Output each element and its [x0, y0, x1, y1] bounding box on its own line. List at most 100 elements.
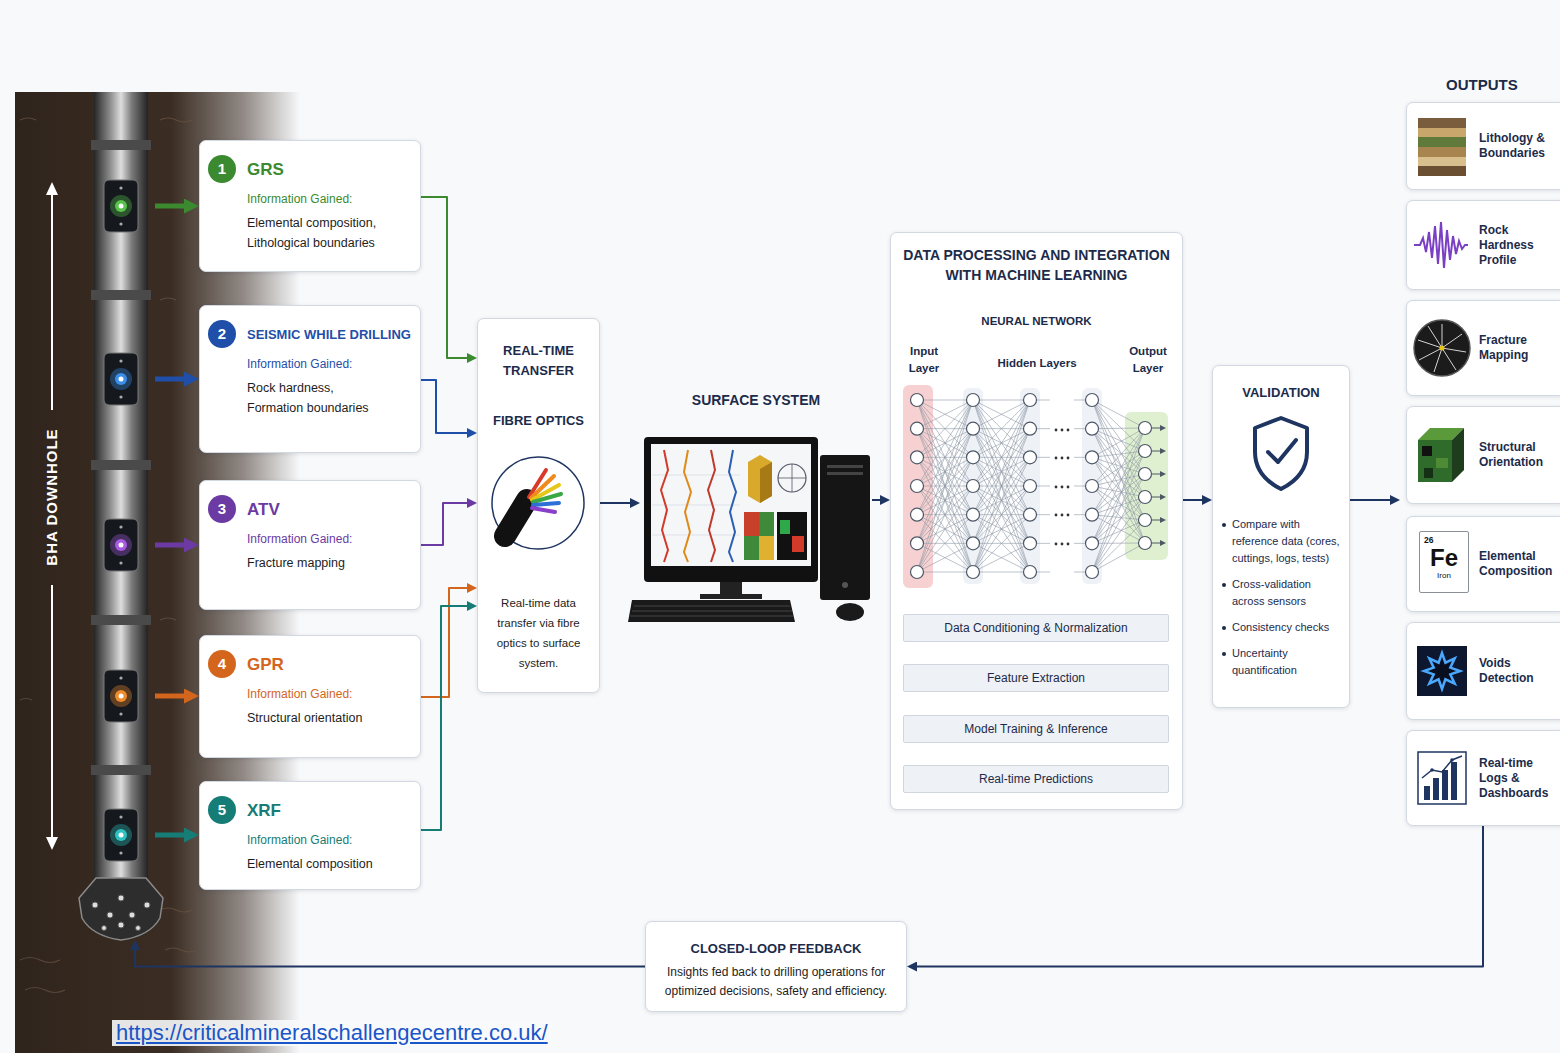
connector-arrow — [421, 606, 470, 830]
computer — [630, 606, 793, 616]
output-arrow — [1160, 425, 1166, 431]
connector-arrow — [155, 694, 189, 699]
network-link — [1152, 520, 1160, 521]
section-title: SURFACE SYSTEM — [640, 388, 872, 410]
network-link — [917, 400, 973, 457]
sensor-module — [119, 222, 122, 225]
sensor-title: SEISMIC WHILE DRILLING — [247, 324, 412, 346]
neural-network — [903, 385, 1168, 588]
callout-number: 5 — [218, 797, 226, 823]
neuron — [967, 566, 980, 579]
neuron — [1024, 537, 1037, 550]
output-label: Lithology & Boundaries — [1479, 131, 1557, 161]
network-link — [1152, 451, 1160, 452]
sensor-title: GRS — [247, 159, 412, 181]
bullet-text: Compare with reference data (cores, cutt… — [1213, 516, 1343, 567]
box-title: REAL-TIME TRANSFER — [486, 341, 591, 381]
fibre-optic-cable — [492, 457, 584, 549]
output-arrow — [1160, 540, 1166, 546]
dashboard-icon — [1424, 786, 1430, 800]
output-label: Fracture Mapping — [1479, 333, 1557, 363]
network-link — [973, 572, 1030, 573]
bullet-text: Consistency checks — [1213, 619, 1343, 636]
sensor-module — [115, 200, 127, 212]
layer-label: Hidden Layers — [987, 355, 1087, 372]
network-link — [1092, 486, 1145, 497]
shield-icon — [1255, 418, 1307, 489]
network-link — [1092, 451, 1145, 543]
computer — [628, 437, 870, 622]
output-arrow — [1160, 494, 1166, 500]
network-link — [917, 429, 973, 572]
sensor-module — [104, 180, 138, 232]
fibre-optic-cable — [492, 457, 584, 549]
depth-arrow — [46, 182, 58, 195]
neuron — [967, 480, 980, 493]
sensor-module — [110, 824, 132, 846]
shield-icon — [1255, 418, 1307, 489]
neuron — [1024, 394, 1037, 407]
network-link — [1092, 497, 1145, 543]
sensor-module — [115, 373, 127, 385]
computer — [720, 582, 742, 594]
computer — [651, 444, 811, 566]
network-link — [917, 400, 973, 457]
neuron — [1024, 480, 1037, 493]
neuron — [1139, 445, 1152, 458]
network-link — [1092, 400, 1145, 543]
sensor-module — [119, 377, 124, 382]
process-step: Feature Extraction — [903, 664, 1169, 692]
computer — [778, 464, 806, 492]
drill-bit — [79, 878, 163, 940]
sensor-module — [119, 712, 122, 715]
sensor-box: XRFInformation Gained:Elemental composit… — [199, 781, 421, 890]
info-heading: Information Gained: — [247, 531, 412, 547]
bullet-text: Cross-validation across sensors — [1213, 576, 1343, 610]
connector-arrow — [421, 588, 470, 697]
network-link — [1092, 543, 1145, 544]
network-link — [973, 429, 1030, 572]
network-link — [1092, 497, 1145, 572]
fracture-icon — [1414, 320, 1470, 376]
structure-cube-icon — [1418, 428, 1464, 482]
sensor-module — [119, 833, 124, 838]
computer — [661, 450, 668, 562]
sensor-module — [104, 353, 138, 405]
ellipsis-dot — [1061, 457, 1064, 460]
drill-string — [91, 615, 151, 625]
box-title: DATA PROCESSING AND INTEGRATION WITH MAC… — [897, 245, 1176, 285]
network-link — [1092, 429, 1145, 451]
output-arrow — [1160, 448, 1166, 454]
lithology-icon — [1418, 147, 1466, 157]
network-link — [917, 400, 973, 572]
structure-cube-icon — [1436, 458, 1448, 468]
depth-arrow — [46, 837, 58, 850]
atomic-number: 26 — [1424, 535, 1433, 545]
neuron — [1024, 422, 1037, 435]
network-link — [973, 457, 1030, 572]
sensor-module — [119, 676, 122, 679]
info-text: Elemental composition, Lithological boun… — [247, 213, 397, 253]
neuron — [911, 422, 924, 435]
drill-bit — [92, 902, 98, 908]
network-link — [917, 400, 973, 429]
depth-arrow — [51, 192, 53, 410]
structure-cube-icon — [1418, 440, 1452, 482]
vertical-label: BHA DOWNHOLE — [42, 397, 62, 597]
neuron — [1139, 491, 1152, 504]
computer — [792, 536, 804, 552]
neuron — [1139, 514, 1152, 527]
computer — [760, 462, 772, 503]
neuron — [1086, 566, 1099, 579]
ellipsis-dot — [1061, 514, 1064, 517]
lithology-icon — [1418, 128, 1466, 137]
network-link — [917, 400, 973, 401]
network-link — [1092, 428, 1145, 457]
neuron — [911, 451, 924, 464]
ellipsis-dot — [1067, 457, 1070, 460]
sensor-title: ATV — [247, 499, 412, 521]
network-link — [917, 543, 973, 572]
network-link — [917, 400, 973, 515]
network-link — [973, 400, 1030, 486]
lithology-icon — [1418, 157, 1466, 166]
